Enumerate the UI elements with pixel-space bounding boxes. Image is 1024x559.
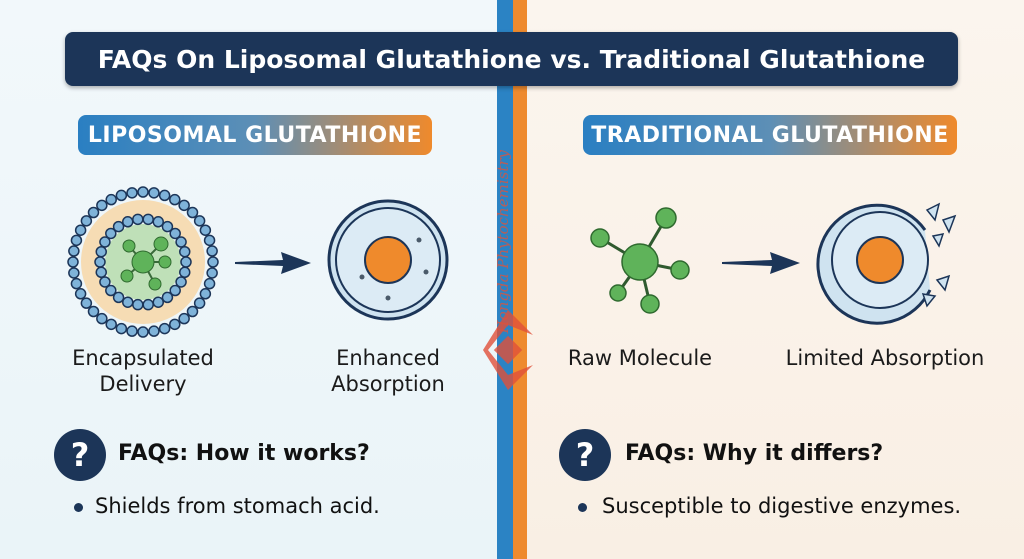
- lipid-bead: [126, 325, 138, 337]
- lipid-bead: [95, 245, 107, 258]
- encapsulated-delivery-label: Encapsulated Delivery: [72, 346, 214, 396]
- bullet-left: Shields from stomach acid.: [95, 494, 380, 518]
- cell-limited-icon: [816, 202, 957, 325]
- limited-absorption-label: Limited Absorption: [785, 346, 985, 370]
- traditional-heading: TRADITIONAL GLUTATHIONE: [583, 115, 957, 155]
- lipid-bead: [122, 296, 134, 308]
- lipid-bead: [105, 284, 117, 297]
- lipid-bead: [193, 215, 206, 227]
- lipid-bead: [112, 220, 125, 233]
- lipid-bead: [132, 298, 144, 311]
- lipid-bead: [178, 312, 190, 325]
- lipid-bead: [137, 186, 149, 198]
- lipid-bead: [105, 193, 117, 206]
- lipid-bead: [179, 266, 191, 279]
- lipid-bead: [74, 224, 87, 236]
- lipid-bead: [186, 305, 199, 318]
- lipid-bead: [199, 224, 212, 236]
- divider-orange: [513, 0, 527, 559]
- lipid-bead: [105, 318, 117, 331]
- lipid-bead: [115, 322, 128, 335]
- lipid-bead: [122, 216, 134, 228]
- question-icon-2: ?: [559, 429, 611, 481]
- lipid-bead: [180, 256, 192, 268]
- lipid-bead: [126, 187, 138, 199]
- liposomal-heading: LIPOSOMAL GLUTATHIONE: [78, 115, 432, 155]
- lipid-bead: [105, 227, 117, 240]
- cell-enhanced-icon: [327, 199, 449, 321]
- lipid-bead: [87, 305, 100, 318]
- liposome-icon: [67, 186, 219, 338]
- lipid-bead: [96, 312, 108, 325]
- lipid-bead: [132, 213, 144, 226]
- lipid-bead: [161, 291, 174, 304]
- lipid-bead: [203, 234, 216, 247]
- arrow-right-icon-2: [722, 252, 800, 274]
- lipid-bead: [80, 297, 93, 309]
- lipid-bead: [99, 236, 111, 248]
- lipid-bead: [161, 220, 174, 233]
- lipid-bead: [199, 288, 212, 300]
- lipid-bead: [186, 206, 199, 219]
- question-icon: ?: [54, 429, 106, 481]
- lipid-bead: [68, 267, 80, 279]
- lipid-bead: [99, 276, 111, 288]
- lipid-bead: [142, 213, 154, 226]
- arrow-right-icon: [235, 252, 311, 274]
- raw-molecule-icon: [590, 207, 690, 314]
- page-title: FAQs On Liposomal Glutathione vs. Tradit…: [65, 32, 958, 86]
- lipid-bead: [175, 236, 187, 248]
- lipid-bead: [169, 227, 181, 240]
- divider-blue: [497, 0, 513, 559]
- lipid-bead: [96, 199, 108, 212]
- lipid-bead: [158, 322, 171, 335]
- bullet-dot: [74, 503, 83, 512]
- lipid-bead: [148, 325, 160, 337]
- lipid-bead: [193, 297, 206, 309]
- watermark-logo-icon: [483, 310, 533, 390]
- lipid-bead: [179, 245, 191, 258]
- lipid-bead: [169, 284, 181, 297]
- lipid-bead: [169, 318, 181, 331]
- lipid-bead: [203, 277, 216, 290]
- faq-title-left: FAQs: How it works?: [118, 441, 370, 466]
- lipid-bead: [87, 206, 100, 219]
- lipid-bead: [94, 256, 106, 268]
- lipid-bead: [178, 199, 190, 212]
- bullet-right: Susceptible to digestive enzymes.: [602, 494, 962, 518]
- lipid-bead: [175, 276, 187, 288]
- lipid-bead: [142, 298, 154, 311]
- lipid-bead: [137, 326, 149, 338]
- lipid-bead: [70, 277, 83, 290]
- lipid-bead: [112, 291, 125, 304]
- bullet-dot-2: [578, 503, 587, 512]
- lipid-bead: [206, 267, 218, 279]
- lipid-bead: [115, 189, 128, 202]
- lipid-bead: [148, 187, 160, 199]
- lipid-bead: [206, 245, 218, 257]
- lipid-bead: [152, 296, 164, 308]
- lipid-bead: [207, 256, 219, 268]
- lipid-bead: [68, 245, 80, 257]
- faq-title-right: FAQs: Why it differs?: [625, 441, 884, 466]
- raw-molecule-label: Raw Molecule: [567, 346, 713, 370]
- lipid-bead: [80, 215, 93, 227]
- enhanced-absorption-label: Enhanced Absorption: [331, 346, 445, 396]
- lipid-bead: [70, 234, 83, 247]
- lipid-bead: [74, 288, 87, 300]
- lipid-bead: [95, 266, 107, 279]
- lipid-bead: [152, 216, 164, 228]
- lipid-bead: [158, 189, 171, 202]
- lipid-bead: [67, 256, 79, 268]
- lipid-bead: [169, 193, 181, 206]
